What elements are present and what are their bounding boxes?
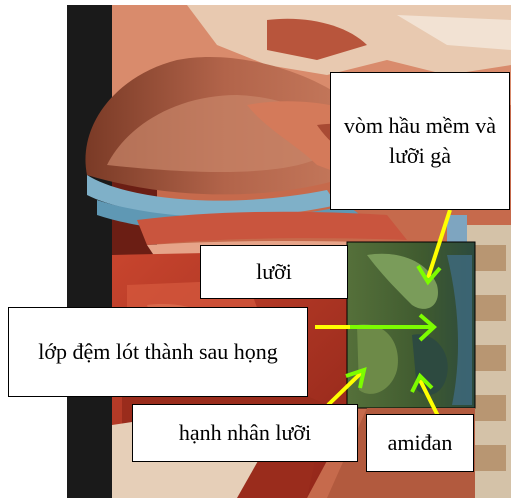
label-lingual-tonsil: hạnh nhân lưỡi [132, 404, 358, 462]
label-tonsil: amiđan [366, 414, 474, 472]
label-soft-palate-uvula: vòm hầu mềm và lưỡi gà [330, 72, 510, 210]
label-posterior-pharyngeal-lining: lớp đệm lót thành sau họng [8, 307, 308, 397]
label-tongue: lưỡi [200, 245, 348, 299]
